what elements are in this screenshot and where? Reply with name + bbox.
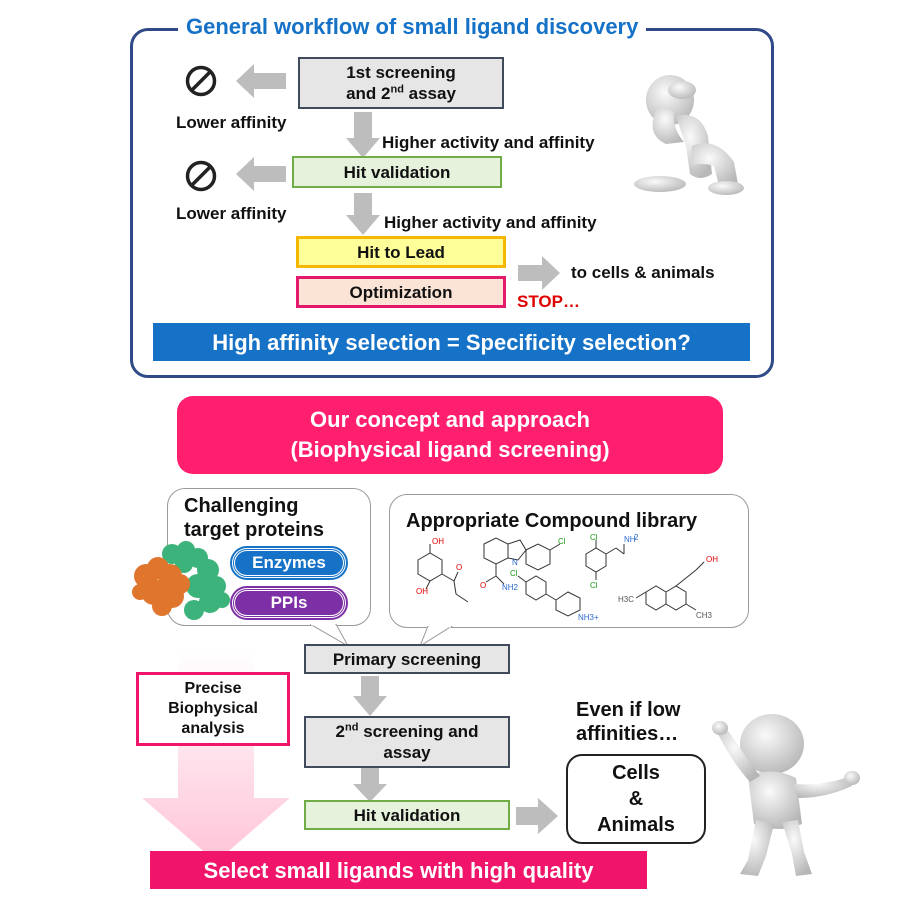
svg-text:Cl: Cl bbox=[558, 537, 566, 546]
arrow-down-icon bbox=[353, 768, 387, 802]
svg-text:Cl: Cl bbox=[590, 581, 598, 590]
svg-text:OH: OH bbox=[432, 537, 444, 546]
target-proteins-title: Challenging target proteins bbox=[184, 495, 325, 541]
stressed-person-illustration bbox=[634, 75, 744, 195]
to-cells-label: to cells & animals bbox=[571, 263, 715, 282]
screening-assay-box: 1st screening and 2nd assay bbox=[298, 57, 504, 109]
optimization-box: Optimization bbox=[296, 276, 506, 308]
select-ligands-banner: Select small ligands with high quality bbox=[150, 851, 647, 889]
arrow-left-icon bbox=[236, 64, 286, 98]
hit-validation-box: Hit validation bbox=[292, 156, 502, 188]
workflow-title: General workflow of small ligand discove… bbox=[178, 13, 647, 41]
svg-text:N: N bbox=[512, 558, 518, 567]
hit-validation-box: Hit validation bbox=[304, 800, 510, 830]
prohibited-icon bbox=[185, 160, 217, 192]
hit-to-lead-box: Hit to Lead bbox=[296, 236, 506, 268]
arrow-down-icon bbox=[353, 676, 387, 716]
enzymes-pill: Enzymes bbox=[230, 546, 348, 580]
svg-text:CH3: CH3 bbox=[696, 611, 713, 620]
arrow-down-icon bbox=[346, 112, 380, 158]
bubble-tail bbox=[418, 626, 453, 648]
happy-person-illustration bbox=[712, 714, 860, 876]
higher-activity-label: Higher activity and affinity bbox=[384, 213, 597, 232]
compound-library-title: Appropriate Compound library bbox=[406, 510, 698, 532]
precise-analysis-box: Precise Biophysical analysis bbox=[136, 672, 290, 746]
cells-animals-box: Cells & Animals bbox=[566, 754, 706, 844]
arrow-down-icon bbox=[346, 193, 380, 235]
arrow-right-icon bbox=[516, 798, 558, 834]
arrow-left-icon bbox=[236, 157, 286, 191]
lower-affinity-label: Lower affinity bbox=[176, 204, 287, 223]
svg-text:O: O bbox=[480, 581, 486, 590]
svg-text:NH2: NH2 bbox=[502, 583, 519, 592]
ppis-pill: PPIs bbox=[230, 586, 348, 620]
svg-text:2: 2 bbox=[634, 534, 639, 542]
svg-text:OH: OH bbox=[416, 587, 428, 596]
svg-text:Cl: Cl bbox=[590, 534, 598, 542]
lower-affinity-label: Lower affinity bbox=[176, 113, 287, 132]
svg-text:NH3+: NH3+ bbox=[578, 613, 599, 622]
svg-text:Cl: Cl bbox=[510, 569, 518, 578]
arrow-right-icon bbox=[518, 256, 560, 290]
svg-text:OH: OH bbox=[706, 555, 718, 564]
bubble-tail bbox=[310, 624, 350, 648]
affinity-question-banner: High affinity selection = Specificity se… bbox=[153, 323, 750, 361]
svg-text:O: O bbox=[456, 563, 462, 572]
second-screening-box: 2nd screening and assay bbox=[304, 716, 510, 768]
prohibited-icon bbox=[185, 65, 217, 97]
svg-text:NH: NH bbox=[624, 535, 636, 544]
even-if-low-label: Even if low affinities… bbox=[576, 699, 681, 745]
protein-structure-illustration bbox=[132, 541, 230, 620]
higher-activity-label: Higher activity and affinity bbox=[382, 133, 595, 152]
concept-banner: Our concept and approach (Biophysical li… bbox=[177, 396, 723, 474]
chemical-structures-illustration: OH OH O O OH NH2 N NH3+ NH 2 Cl Cl Cl Cl… bbox=[416, 534, 718, 622]
svg-text:H3C: H3C bbox=[618, 595, 634, 604]
stop-label: STOP… bbox=[517, 292, 580, 311]
primary-screening-box: Primary screening bbox=[304, 644, 510, 674]
